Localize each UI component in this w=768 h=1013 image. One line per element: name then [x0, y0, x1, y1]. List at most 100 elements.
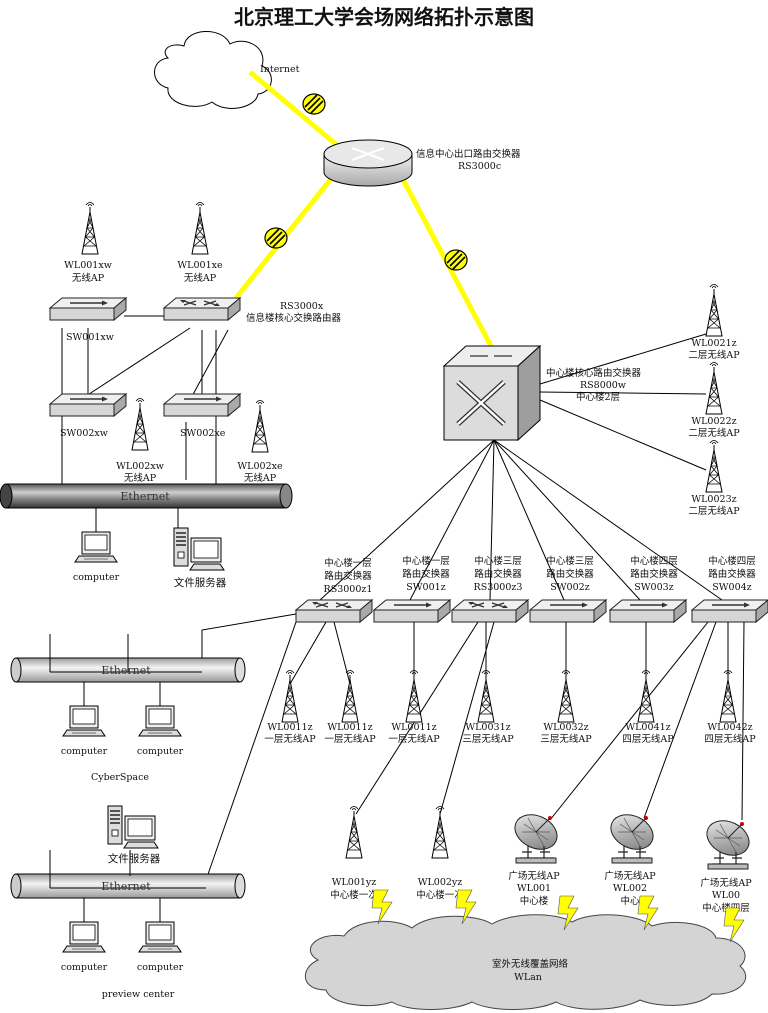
- ap-wl0023z-desc: 二层无线AP: [688, 505, 740, 517]
- ethernet-bus-preview: [10, 873, 246, 899]
- preview-center-label: preview center: [102, 989, 175, 1000]
- computer-icon: [62, 705, 106, 737]
- floor-ap-0-desc: 一层无线AP: [264, 733, 316, 745]
- core-floor-links: [319, 439, 723, 601]
- dish-1-l1: 广场无线AP: [604, 870, 656, 882]
- floor-switch-1-l2: 路由交换器: [402, 568, 450, 580]
- floor-switch-5: [691, 599, 768, 623]
- antenna-icon: [281, 670, 299, 723]
- link-connector-icon: [444, 249, 468, 271]
- computer-label: computer: [61, 962, 108, 973]
- file-server-icon: [107, 805, 159, 849]
- outdoor-ap-0-id: WL001yz: [332, 877, 377, 888]
- center-core-name: 中心楼核心路由交换器: [546, 367, 642, 379]
- computer-label: computer: [61, 746, 108, 757]
- ap-wl0021z-desc: 二层无线AP: [688, 349, 740, 361]
- fiber-links: [234, 70, 495, 350]
- antenna-icon: [341, 670, 359, 723]
- antenna-icon: [637, 670, 655, 723]
- computer-label: computer: [137, 746, 184, 757]
- exit-router: [323, 139, 413, 187]
- floor-switch-0-l3: RS3000z1: [324, 584, 373, 595]
- link-connector-icon: [264, 227, 288, 249]
- wireless-signal-icon: [371, 889, 393, 925]
- ap-wl002xw-desc: 无线AP: [124, 472, 157, 484]
- floor-ap-4-desc: 三层无线AP: [540, 733, 592, 745]
- satellite-dish-icon: [700, 813, 756, 870]
- ethernet-label: Ethernet: [101, 880, 151, 893]
- satellite-dish-icon: [604, 807, 660, 864]
- ethernet-label: Ethernet: [101, 664, 151, 677]
- file-server-label: 文件服务器: [108, 852, 161, 865]
- antenna-icon: [705, 362, 723, 415]
- ap-wl0022z-id: WL0022z: [691, 416, 736, 427]
- computer-label: computer: [137, 962, 184, 973]
- ap-wl0023z-id: WL0023z: [691, 494, 736, 505]
- floor-switch-2: [451, 599, 529, 623]
- computer-label: computer: [73, 572, 120, 583]
- antenna-icon: [431, 806, 449, 859]
- cyberspace-drops: [49, 634, 202, 706]
- floor-switch-1-l1: 中心楼一层: [402, 555, 450, 567]
- dish-2-l2: WL00: [712, 890, 740, 901]
- floor-ap-4-id: WL0032z: [543, 722, 588, 733]
- floor-ap-6-desc: 四层无线AP: [704, 733, 756, 745]
- internet-label: Internet: [260, 64, 300, 75]
- antenna-icon: [557, 670, 575, 723]
- center-core-floor: 中心楼2层: [576, 391, 620, 403]
- internet-cloud: [154, 31, 272, 109]
- outdoor-ap-0-desc: 中心楼一次: [330, 889, 378, 901]
- floor-switch-3-l1: 中心楼三层: [546, 555, 594, 567]
- antenna-icon: [131, 398, 149, 451]
- floor-switch-2-l3: RS3000z3: [474, 582, 523, 593]
- satellite-dish-icon: [508, 807, 564, 864]
- floor-ap-0-id: WL0011z: [267, 722, 312, 733]
- floor-ap-2-id: WL0011z: [391, 722, 436, 733]
- floor-switch-0-l2: 路由交换器: [324, 570, 372, 582]
- ap-wl001xw-id: WL001xw: [64, 260, 112, 271]
- floor-switch-2-l2: 路由交换器: [474, 568, 522, 580]
- wlan-sub: WLan: [514, 972, 542, 983]
- preview-drops: [49, 850, 206, 922]
- floor-switch-0: [295, 599, 373, 623]
- ethernet-label: Ethernet: [120, 490, 170, 503]
- ap-wl002xe-desc: 无线AP: [244, 472, 277, 484]
- antenna-icon: [405, 670, 423, 723]
- diagram-title: 北京理工大学会场网络拓扑示意图: [234, 5, 534, 29]
- floor-switch-5-l2: 路由交换器: [708, 568, 756, 580]
- floor-ap-5-desc: 四层无线AP: [622, 733, 674, 745]
- sw002xe-label: SW002xe: [180, 428, 226, 439]
- link-connector-icon: [302, 93, 326, 115]
- floor-switch-0-l1: 中心楼一层: [324, 557, 372, 569]
- floor-ap-2-desc: 一层无线AP: [388, 733, 440, 745]
- ap-wl001xe-id: WL001xe: [177, 260, 223, 271]
- switch-sw002xw: [49, 393, 127, 417]
- floor-switch-2-l1: 中心楼三层: [474, 555, 522, 567]
- antenna-icon: [81, 202, 99, 255]
- core-router-model: RS3000x: [280, 301, 324, 312]
- switch-sw001xw: [49, 297, 127, 321]
- computer-icon: [138, 705, 182, 737]
- floor-switch-5-l3: SW004z: [712, 582, 751, 593]
- ap-wl001xe-desc: 无线AP: [184, 272, 217, 284]
- dish-0-l3: 中心楼: [520, 895, 549, 907]
- computer-icon: [62, 921, 106, 953]
- floor-switch-4-l1: 中心楼四层: [630, 555, 678, 567]
- floor-down-links: [201, 613, 745, 881]
- floor-switch-3-l2: 路由交换器: [546, 568, 594, 580]
- sw001xw-label: SW001xw: [66, 332, 114, 343]
- switch-sw002xe: [163, 393, 241, 417]
- ap-wl002xw-id: WL002xw: [116, 461, 164, 472]
- antenna-icon: [705, 284, 723, 337]
- exit-router-name: 信息中心出口路由交换器: [416, 148, 521, 160]
- antenna-icon: [705, 440, 723, 493]
- antenna-icon: [719, 670, 737, 723]
- dish-0-l2: WL001: [517, 883, 551, 894]
- sw002xw-label: SW002xw: [60, 428, 108, 439]
- floor-ap-3-desc: 三层无线AP: [462, 733, 514, 745]
- floor-ap-1-desc: 一层无线AP: [324, 733, 376, 745]
- ap-wl0022z-desc: 二层无线AP: [688, 427, 740, 439]
- core-ap-links: [539, 333, 707, 471]
- floor-switch-4-l2: 路由交换器: [630, 568, 678, 580]
